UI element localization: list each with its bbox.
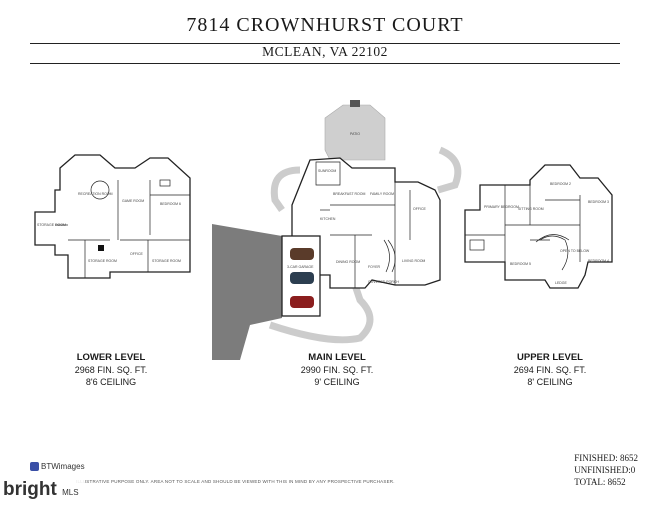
disclaimer: ILLUSTRATIVE PURPOSE ONLY. AREA NOT TO S…: [76, 479, 395, 484]
room-label: OPEN TO BELOW: [560, 249, 590, 253]
btw-logo: BTWimages: [30, 462, 85, 472]
grand-total: TOTAL: 8652: [574, 477, 626, 487]
lower-level-info: LOWER LEVEL 2968 FIN. SQ. FT. 8'6 CEILIN…: [36, 352, 186, 388]
finished-total: FINISHED: 8652: [574, 453, 638, 463]
upper-level-info: UPPER LEVEL 2694 FIN. SQ. FT. 8' CEILING: [475, 352, 625, 388]
level-ceiling: 8'6 CEILING: [85, 377, 137, 387]
room-label: LIVING ROOM: [402, 259, 425, 263]
room-label: 3-CAR GARAGE: [287, 265, 314, 269]
room-label: BEDROOM 2: [550, 182, 571, 186]
room-label: STORAGE ROOM: [88, 259, 117, 263]
level-name: LOWER LEVEL: [76, 352, 146, 363]
upper-level-plan: [464, 164, 613, 289]
room-label: KITCHEN: [320, 217, 336, 221]
room-label: BREAKFAST ROOM: [333, 192, 365, 196]
car: [290, 248, 314, 260]
room-label: OFFICE: [130, 252, 143, 256]
room-label: COVERED PORCH: [368, 280, 399, 284]
lower-level-labels: RECREATION ROOM GAME ROOM BEDROOM 6 OFFI…: [37, 192, 181, 263]
property-title: 7814 CROWNHURST COURT: [186, 14, 464, 36]
patio: [324, 104, 386, 161]
logo-icon: [30, 462, 39, 472]
room-label: STORAGE ROOM: [37, 223, 66, 227]
level-area: 2968 FIN. SQ. FT.: [74, 365, 148, 375]
level-area: 2694 FIN. SQ. FT.: [513, 365, 587, 375]
car: [290, 296, 314, 308]
header-rule-bottom: [30, 63, 620, 64]
room-label: SITTING ROOM: [518, 207, 544, 211]
room-label: OFFICE: [413, 207, 426, 211]
lower-level-plan: [34, 154, 191, 279]
watermark-mls: MLS: [62, 488, 79, 497]
property-address: MCLEAN, VA 22102: [262, 44, 388, 59]
room-label: FAMILY ROOM: [370, 192, 394, 196]
room-label: PRIMARY BEDROOM: [484, 205, 519, 209]
room-label: DINING ROOM: [336, 260, 360, 264]
bright-mls-watermark: bright MLS: [0, 478, 85, 502]
level-ceiling: 8' CEILING: [527, 377, 573, 387]
upper-level-labels: PRIMARY BEDROOM SITTING ROOM BEDROOM 2 B…: [484, 182, 609, 285]
level-ceiling: 9' CEILING: [314, 377, 360, 387]
logo-text: BTWimages: [41, 462, 85, 471]
room-label: GAME ROOM: [122, 199, 144, 203]
room-label: RECREATION ROOM: [78, 192, 113, 196]
room-label: LEDGE: [555, 281, 568, 285]
room-label: STORAGE ROOM: [152, 259, 181, 263]
room-label: FOYER: [368, 265, 381, 269]
square-footage-totals: FINISHED: 8652 UNFINISHED:0 TOTAL: 8652: [574, 452, 638, 488]
level-name: MAIN LEVEL: [308, 352, 366, 363]
room-label: PATIO: [350, 132, 360, 136]
room-label: BEDROOM 3: [588, 200, 609, 204]
driveway: [212, 224, 282, 360]
header-rule-top: [30, 43, 620, 44]
main-level-info: MAIN LEVEL 2990 FIN. SQ. FT. 9' CEILING: [262, 352, 412, 388]
main-level-labels: PATIO SUNROOM BREAKFAST ROOM FAMILY ROOM…: [287, 132, 426, 284]
car: [290, 272, 314, 284]
unfinished-total: UNFINISHED:0: [574, 465, 636, 475]
main-level-plan: [212, 100, 462, 360]
room-label: SUNROOM: [318, 169, 336, 173]
room-label: BEDROOM 5: [510, 262, 531, 266]
watermark-text: bright: [3, 479, 57, 500]
level-area: 2990 FIN. SQ. FT.: [300, 365, 374, 375]
room-label: BEDROOM 6: [160, 202, 181, 206]
room-label: BEDROOM 4: [588, 259, 609, 263]
level-name: UPPER LEVEL: [517, 352, 583, 363]
